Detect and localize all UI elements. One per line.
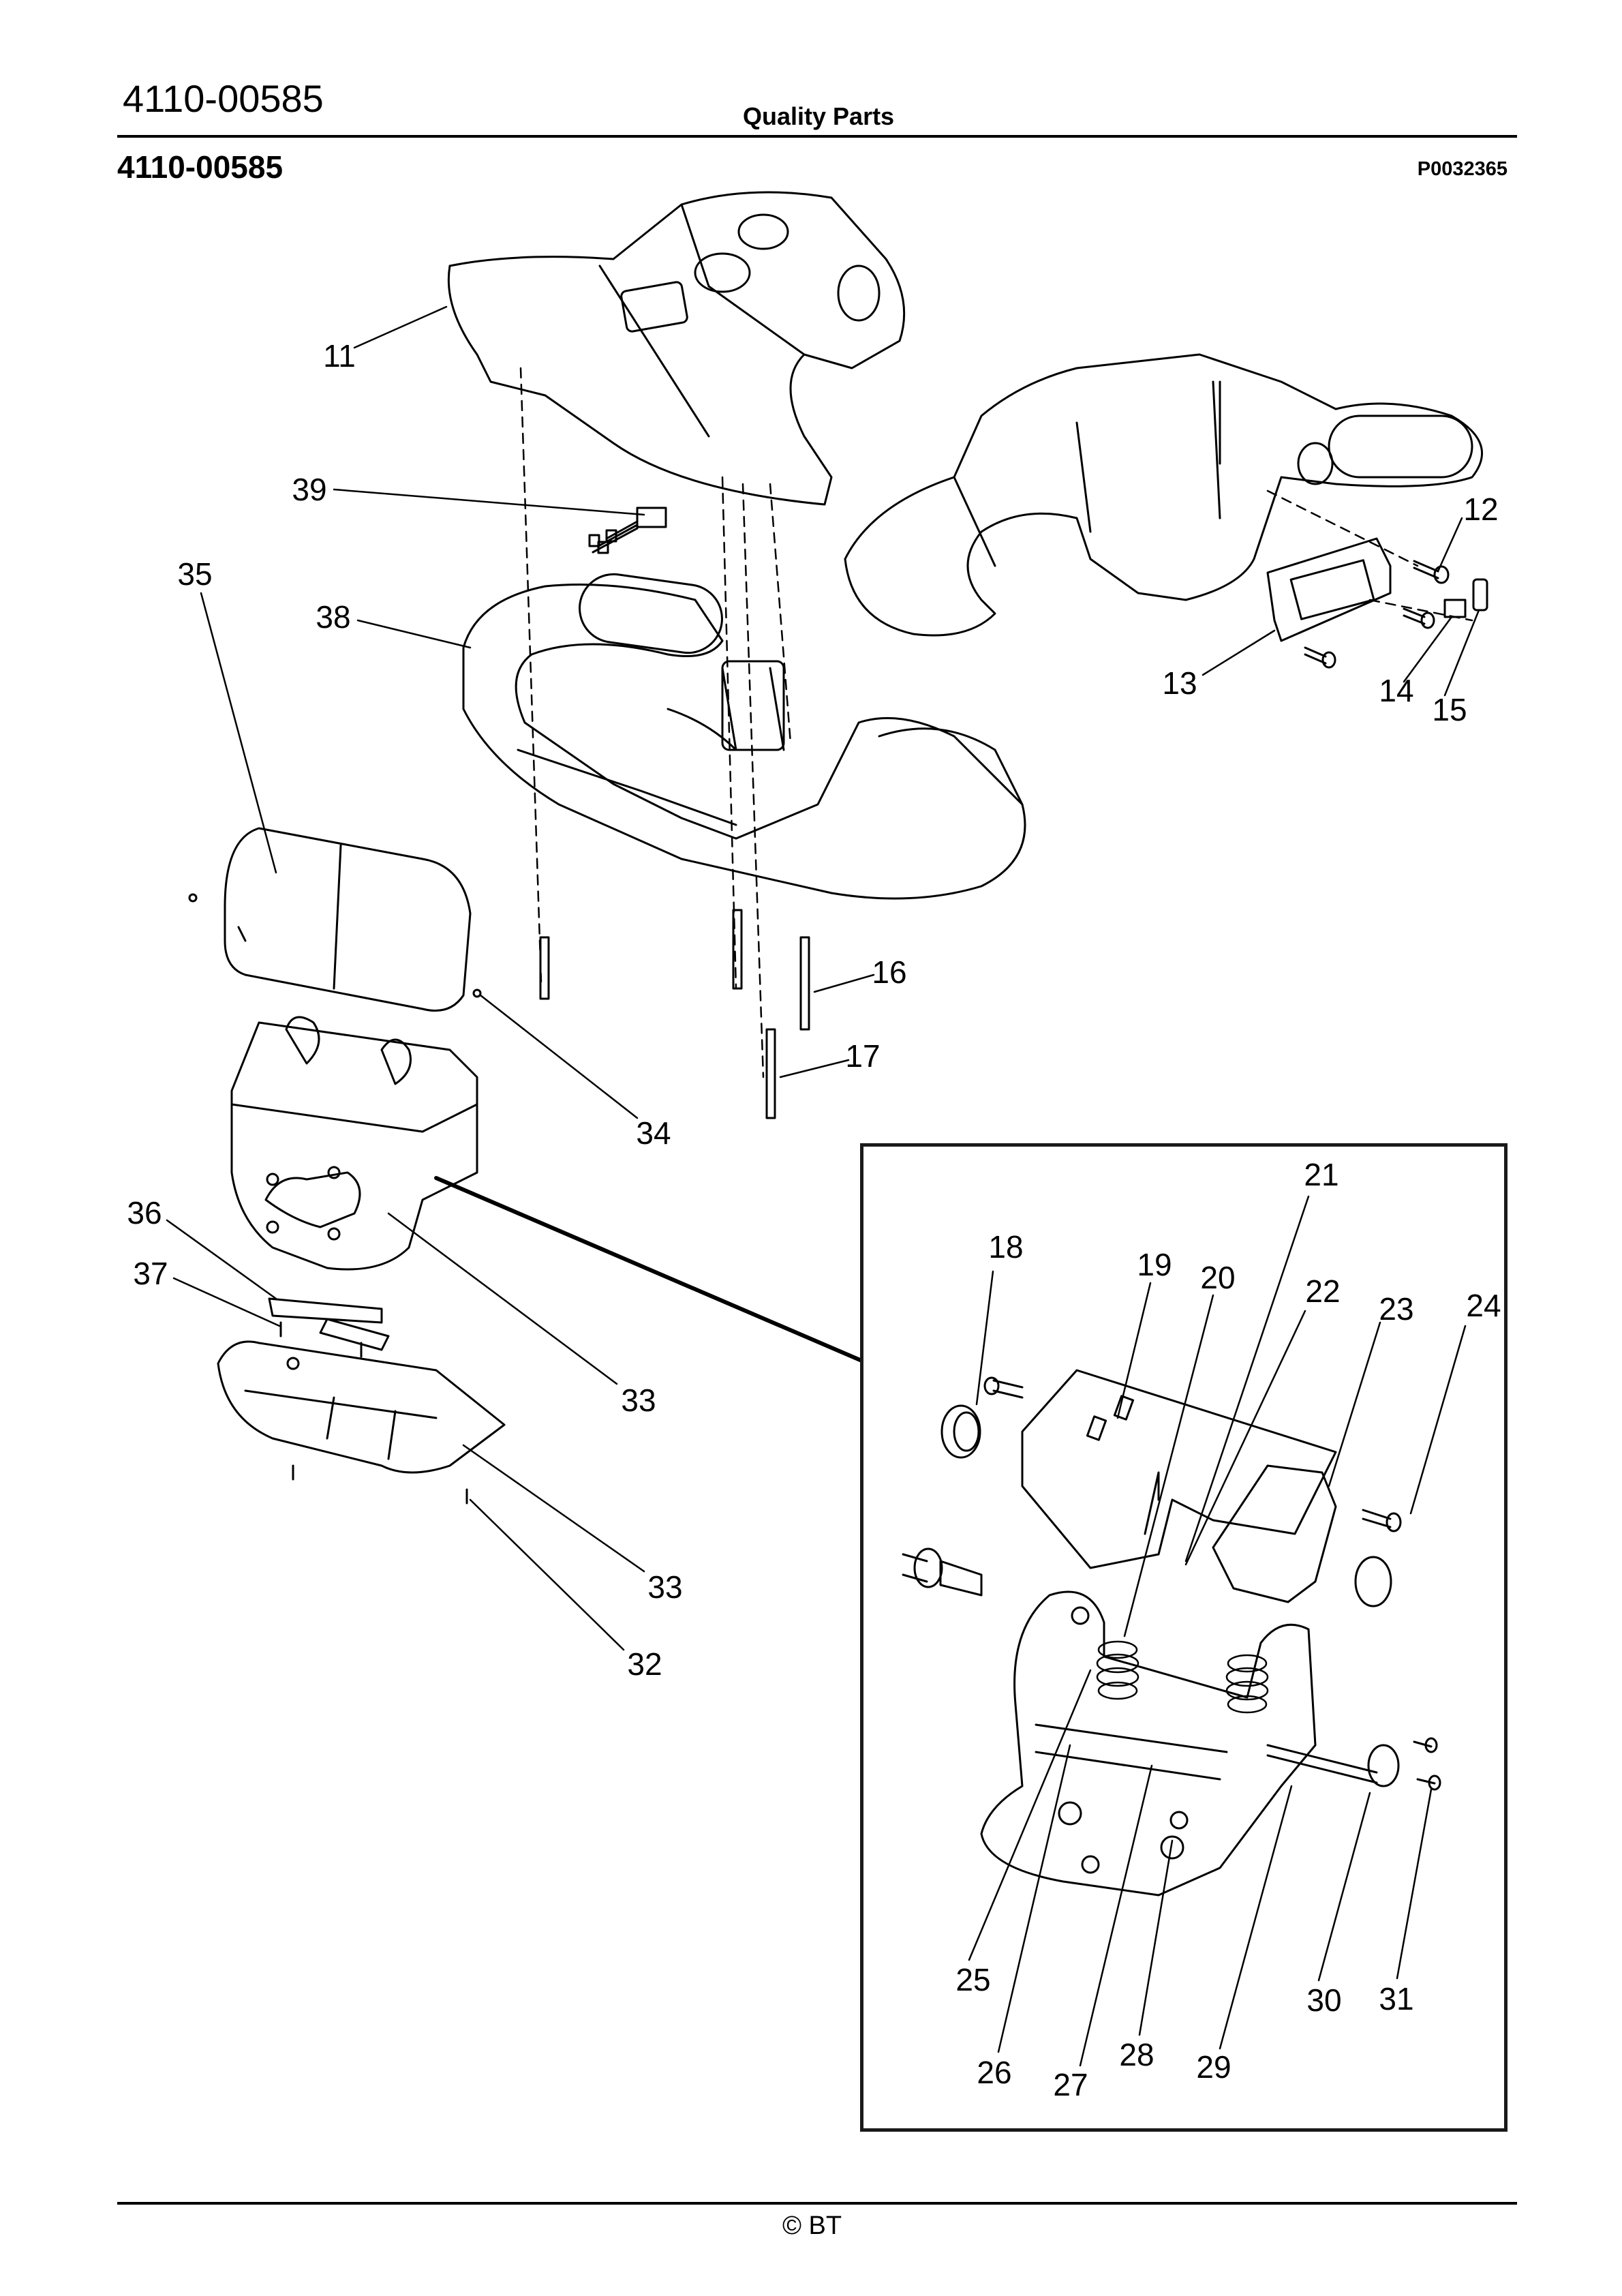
callout-11: 11 xyxy=(323,338,356,374)
part-35-cover xyxy=(188,827,482,1012)
assembly-guide-lines xyxy=(519,367,1473,1078)
part-39-connector xyxy=(588,507,667,554)
document-title: Quality Parts xyxy=(743,102,895,130)
document-number: 4110-00585 xyxy=(123,77,324,120)
callout-19: 19 xyxy=(1137,1247,1172,1282)
part-36-37-clip xyxy=(268,1297,390,1358)
callout-39: 39 xyxy=(292,472,327,507)
callout-29: 29 xyxy=(1196,2049,1231,2085)
callout-28: 28 xyxy=(1119,2037,1154,2072)
callout-22: 22 xyxy=(1305,1273,1341,1309)
handle-frame-rear-view xyxy=(844,353,1483,637)
callout-33-lower-cover: 33 xyxy=(647,1569,683,1605)
detail-link-line xyxy=(434,1176,862,1362)
leader-lines xyxy=(166,305,1480,1651)
part-33-lower-cover xyxy=(217,1340,506,1505)
detail-inset-box xyxy=(860,1143,1508,2132)
callout-16: 16 xyxy=(872,954,907,990)
part-11-top-cover xyxy=(447,191,906,506)
callout-17: 17 xyxy=(845,1038,881,1074)
callout-33-housing: 33 xyxy=(621,1383,656,1418)
header-divider xyxy=(117,135,1517,138)
callout-15: 15 xyxy=(1432,692,1467,727)
section-part-number: 4110-00585 xyxy=(117,149,284,185)
callout-20: 20 xyxy=(1200,1260,1236,1295)
callout-24: 24 xyxy=(1466,1288,1501,1323)
part-33-housing xyxy=(230,1016,478,1271)
callout-30: 30 xyxy=(1306,1982,1342,2018)
callout-25: 25 xyxy=(955,1962,991,1997)
callout-21: 21 xyxy=(1304,1157,1339,1192)
callout-38: 38 xyxy=(316,599,351,635)
callout-27: 27 xyxy=(1053,2067,1088,2102)
callout-32: 32 xyxy=(627,1646,662,1682)
callout-26: 26 xyxy=(977,2055,1012,2090)
callout-12: 12 xyxy=(1463,492,1499,527)
callout-13: 13 xyxy=(1162,665,1197,701)
callout-36: 36 xyxy=(127,1195,162,1230)
callout-34: 34 xyxy=(636,1115,671,1151)
footer-divider xyxy=(117,2202,1517,2205)
picture-number: P0032365 xyxy=(1417,158,1508,180)
callout-37: 37 xyxy=(133,1256,168,1291)
bolts-16-17 xyxy=(539,909,810,1119)
copyright-notice: © BT xyxy=(782,2211,842,2240)
part-13-plate xyxy=(1266,537,1488,669)
callout-18: 18 xyxy=(988,1229,1024,1265)
callout-14: 14 xyxy=(1379,673,1414,708)
callout-23: 23 xyxy=(1379,1291,1414,1327)
part-38-handle-frame xyxy=(462,573,1026,900)
callout-31: 31 xyxy=(1379,1981,1414,2016)
callout-35: 35 xyxy=(177,556,213,592)
